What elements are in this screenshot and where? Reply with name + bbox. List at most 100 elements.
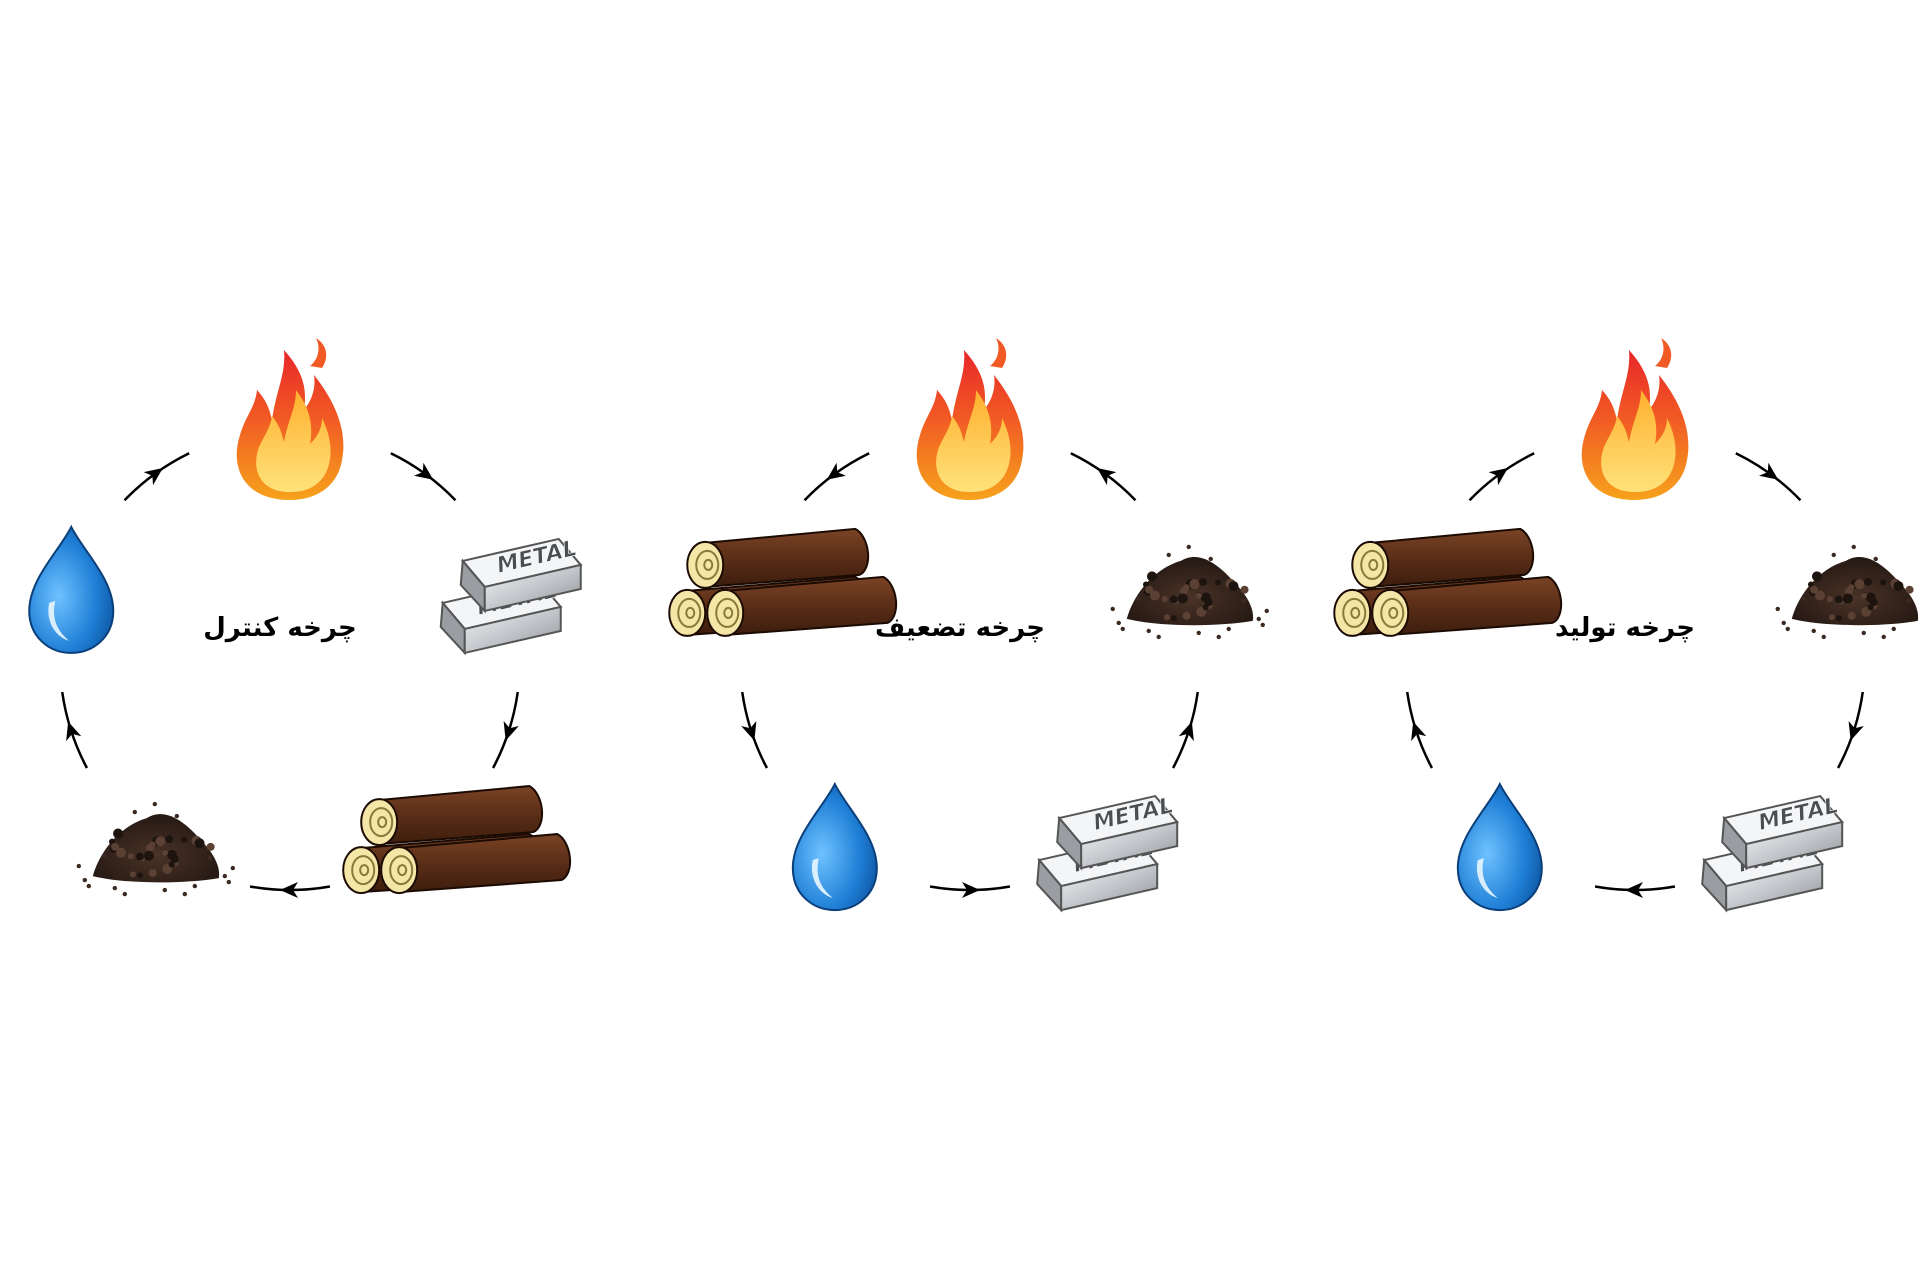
cycle-arrow	[962, 882, 980, 898]
metal-ingot-front	[1745, 820, 1844, 870]
soil-clump	[1834, 595, 1843, 604]
wood-icon	[342, 785, 572, 895]
wood-log-ring	[369, 807, 394, 838]
soil-clump	[165, 835, 174, 844]
soil-crumb	[112, 885, 118, 891]
soil-clump	[1861, 592, 1868, 599]
soil-crumb	[102, 853, 108, 859]
soil-crumb	[162, 887, 168, 893]
soil-crumb	[182, 891, 188, 897]
soil-clump	[135, 852, 144, 861]
water-drop-highlight	[48, 600, 70, 641]
soil-clump	[1826, 596, 1833, 603]
soil-crumb	[86, 883, 92, 889]
soil-crumb	[1241, 598, 1246, 604]
earth-icon	[76, 801, 236, 897]
fire-icon	[236, 338, 344, 500]
soil-clump	[1814, 590, 1825, 601]
soil-crumb	[1256, 616, 1261, 622]
soil-clump	[149, 841, 156, 848]
soil-crumb	[1891, 626, 1896, 632]
wood-log-ring	[1380, 597, 1405, 628]
wood-log-bark	[398, 833, 572, 894]
soil-clump	[1867, 604, 1874, 611]
soil-clump	[170, 855, 179, 864]
soil-clump	[1161, 596, 1168, 603]
cycle-title: چرخه کنترل	[203, 613, 357, 643]
wood-log-ring	[397, 864, 408, 877]
soil-crumb	[1873, 556, 1878, 562]
cycle-group: METALMETAL چرخه کنترل	[28, 338, 583, 898]
soil-clump	[127, 853, 134, 860]
cycle-arrow	[66, 721, 82, 742]
metal-ingot-front	[483, 563, 582, 613]
wood-log-ring	[1360, 549, 1385, 580]
soil-clump	[1240, 585, 1249, 594]
soil-clump	[137, 872, 144, 879]
fire-flame-inner	[256, 390, 331, 492]
soil-clump	[1182, 611, 1191, 620]
soil-crumb	[1136, 596, 1141, 602]
diagram-root: METALMETAL چرخه کنترل METALMETAL چرخه تضعیف…	[28, 338, 1919, 913]
soil-crumb	[82, 877, 88, 883]
metal-icon: METALMETAL	[439, 536, 583, 656]
wood-log-ring	[359, 864, 370, 877]
soil-crumb	[76, 863, 82, 869]
soil-crumb	[207, 855, 213, 861]
soil-clump	[168, 861, 175, 868]
fire-icon	[916, 338, 1024, 500]
cycle-title: چرخه تضعیف	[875, 613, 1045, 643]
soil-crumb	[174, 813, 180, 819]
cycle-title: چرخه تولید	[1555, 613, 1695, 643]
soil-clump	[1893, 581, 1904, 592]
wood-log-ring	[377, 816, 388, 829]
soil-crumb	[1831, 552, 1836, 558]
soil-crumb	[1216, 634, 1221, 640]
soil-crumb	[230, 865, 236, 871]
metal-ingot-front	[463, 605, 562, 655]
soil-clump	[148, 868, 157, 877]
cycle-arrow	[1488, 468, 1508, 486]
wood-log-ring	[1342, 597, 1367, 628]
wood-log-bark	[1389, 575, 1563, 637]
earth-icon	[1775, 544, 1919, 640]
soil-clump	[1811, 571, 1822, 582]
wood-icon	[1333, 527, 1563, 637]
wood-log-ring	[1388, 606, 1399, 619]
soil-crumb	[1116, 620, 1121, 626]
soil-crumb	[1196, 630, 1201, 636]
soil-clump	[1864, 577, 1873, 586]
soil-clump	[1202, 604, 1209, 611]
metal-icon: METALMETAL	[1036, 793, 1180, 913]
water-icon	[791, 781, 878, 912]
water-drop-body	[791, 781, 878, 912]
soil-clump	[162, 849, 169, 856]
soil-crumb	[1851, 544, 1856, 550]
soil-clump	[194, 838, 205, 849]
cycle-arrow	[826, 462, 846, 480]
soil-crumb	[1785, 626, 1790, 632]
cycle-arrow	[503, 720, 519, 741]
metal-ingot: METAL	[1721, 793, 1845, 871]
soil-pile	[1791, 557, 1919, 626]
soil-clump	[1204, 597, 1213, 606]
soil-crumb	[1166, 552, 1171, 558]
soil-clump	[116, 847, 127, 858]
wood-log-ring	[351, 855, 376, 886]
soil-clump	[1146, 571, 1157, 582]
water-icon	[1456, 781, 1543, 912]
soil-clump	[1869, 597, 1878, 606]
soil-pile	[92, 814, 220, 883]
soil-clump	[1189, 579, 1200, 590]
wood-log-ring	[715, 597, 740, 628]
soil-crumb	[222, 873, 228, 879]
soil-crumb	[1264, 608, 1269, 614]
soil-crumb	[122, 891, 128, 897]
soil-clump	[1183, 584, 1190, 591]
metal-ingot-front	[1080, 820, 1179, 870]
soil-clump	[1905, 585, 1914, 594]
soil-crumb	[1781, 620, 1786, 626]
cycle-arrow	[1411, 721, 1427, 742]
water-icon	[28, 524, 115, 654]
soil-clump	[1835, 615, 1842, 622]
